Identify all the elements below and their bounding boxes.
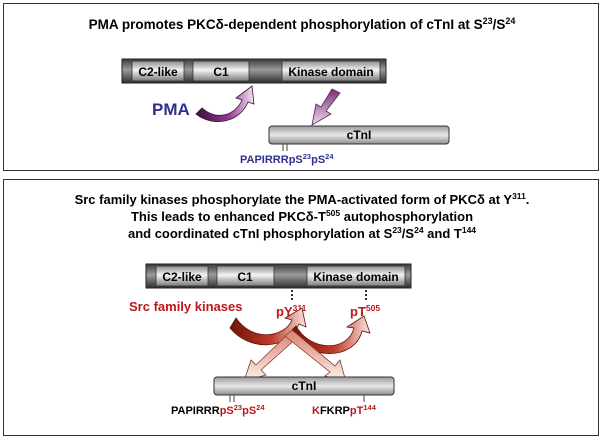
panel-src-title-line2: This leads to enhanced PKCδ-T505 autopho… (131, 208, 473, 224)
pkc-delta-bar: C2-like C1 Kinase domain (121, 58, 387, 84)
panel-src-title-line3: and coordinated cTnI phosphorylation at … (128, 225, 476, 241)
ctni-label: cTnI (347, 128, 372, 142)
panel-pma: PMA promotes PKCδ-dependent phosphorylat… (3, 3, 599, 171)
pma-label: PMA (152, 100, 190, 119)
pkc-delta-bar: C2-like C1 Kinase domain (145, 263, 412, 289)
kinase-to-ctni-arrow (311, 88, 341, 126)
kinase-domain (306, 265, 406, 287)
c1-domain (192, 60, 250, 82)
kinase-domain-label: Kinase domain (288, 65, 373, 79)
pt505-label: pT505 (350, 303, 380, 319)
src-family-kinases-label: Src family kinases (129, 299, 242, 314)
c1-label: C1 (237, 270, 253, 284)
pma-arrow (195, 85, 255, 122)
panel-src-diagram: Src family kinases phosphorylate the PMA… (75, 191, 530, 417)
c1-domain (216, 265, 275, 287)
c1-label: C1 (213, 65, 229, 79)
panel-pma-title: PMA promotes PKCδ-dependent phosphorylat… (89, 16, 516, 32)
panel-pma-diagram: PMA promotes PKCδ-dependent phosphorylat… (89, 16, 516, 166)
c2-like-label: C2-like (138, 65, 178, 79)
ctni-site-sequence: PAPIRRRpS23pS24 (240, 152, 334, 166)
panel-src-title-line1: Src family kinases phosphorylate the PMA… (75, 191, 530, 207)
ctni-site-s23-s24: PAPIRRRpS23pS24 (171, 403, 265, 417)
kinase-domain-label: Kinase domain (313, 270, 398, 284)
ctni-bar (213, 376, 395, 396)
ctni-label: cTnI (292, 379, 317, 393)
ctni-site-t144: KFKRPpT144 (312, 403, 377, 417)
c2-like-domain (155, 265, 209, 287)
c2-like-label: C2-like (162, 270, 202, 284)
ctni-bar (268, 125, 450, 145)
kinase-domain (281, 60, 381, 82)
arrow-to-site-t144 (284, 329, 347, 383)
py311-label: pY311 (276, 303, 307, 319)
c2-like-domain (131, 60, 185, 82)
panel-src: Src family kinases phosphorylate the PMA… (3, 179, 599, 436)
